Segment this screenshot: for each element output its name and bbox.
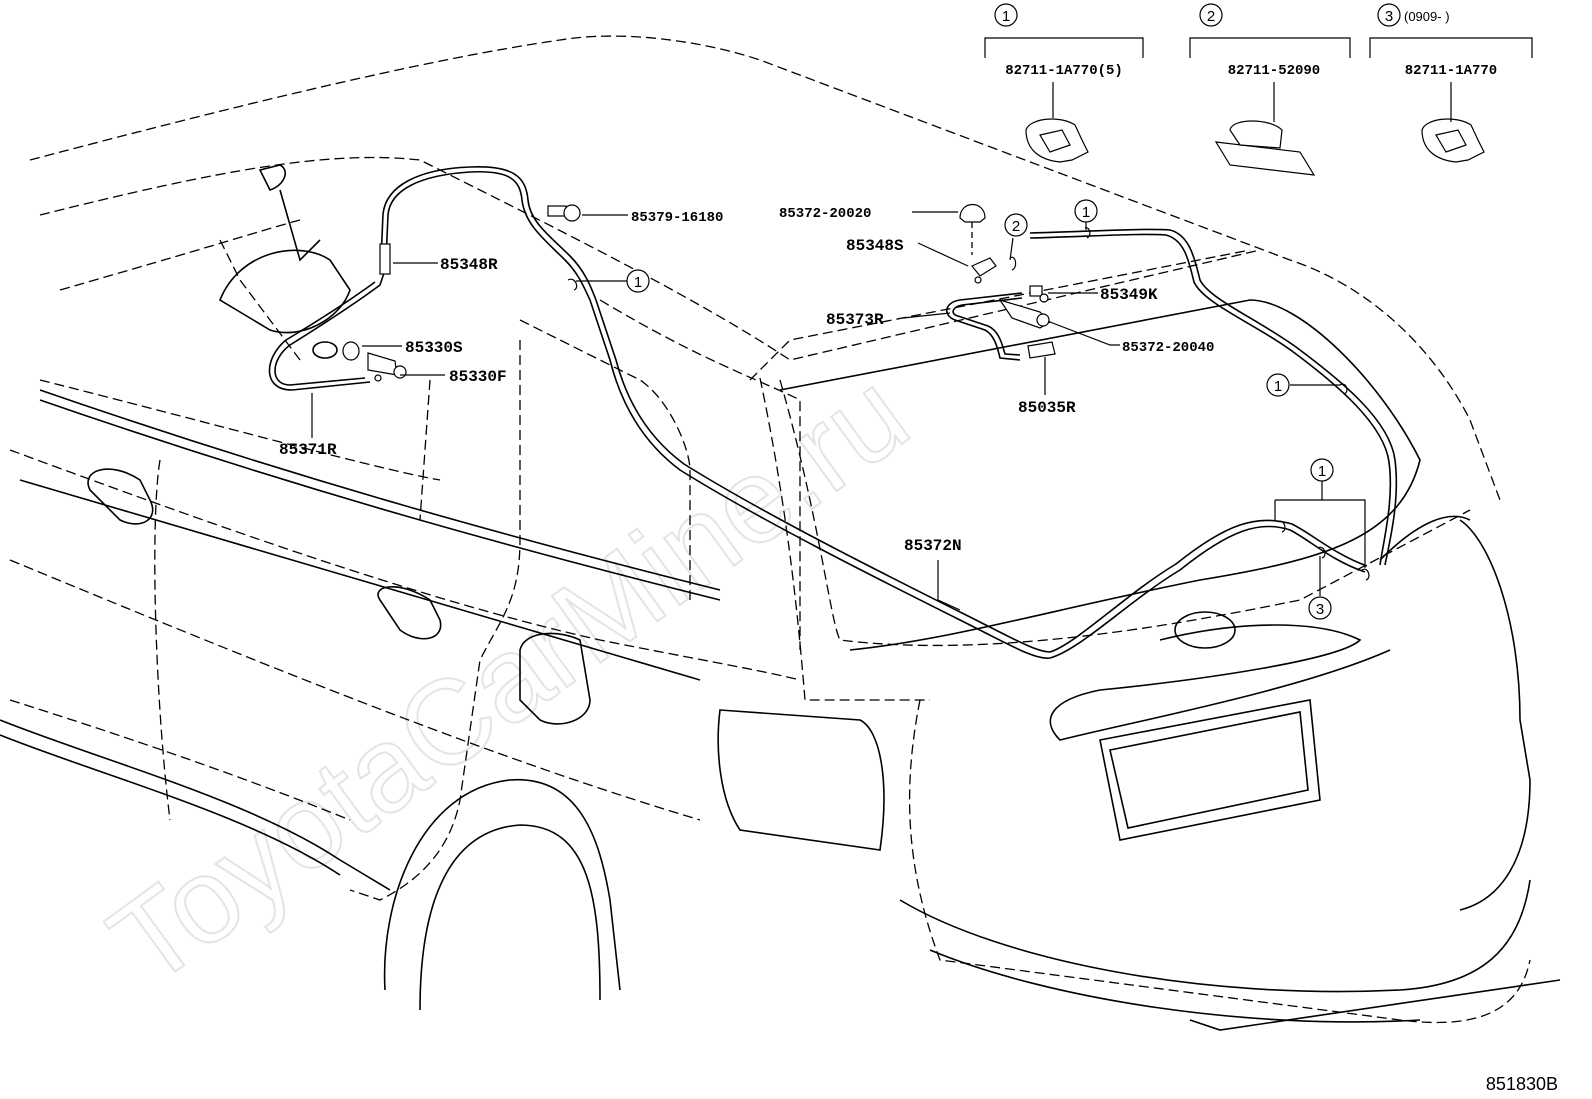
callout-clip-1: 1	[634, 274, 642, 291]
part-labels: 85379-16180 85372-20020 85348R 85348S 85…	[279, 206, 1214, 555]
variant-2-marker	[1199, 3, 1223, 27]
variant-3-part-number: 82711-1A770	[1405, 63, 1497, 79]
watermark-text: ToyotaCarMine.ru	[87, 346, 932, 1011]
vehicle-outline	[0, 35, 1561, 1031]
label-85330f: 85330F	[449, 368, 507, 386]
nozzle-cap-icon	[959, 203, 986, 223]
label-85371r: 85371R	[279, 441, 337, 459]
label-85330s: 85330S	[405, 339, 463, 357]
grommet-85379-icon	[547, 204, 581, 222]
label-85348r: 85348R	[440, 256, 498, 274]
diagram-code: 851830B	[1486, 1074, 1558, 1094]
variant-1-part-number: 82711-1A770(5)	[1005, 63, 1123, 79]
label-85372-20020: 85372-20020	[779, 206, 871, 222]
label-85373r: 85373R	[826, 311, 884, 329]
clip-icon	[1339, 383, 1348, 395]
clip-icon	[1277, 520, 1286, 533]
variant-3-number: 3	[1385, 8, 1393, 25]
clip-icon	[1317, 546, 1326, 559]
check-valve-icon	[1027, 341, 1056, 359]
variant-1-number: 1	[1002, 8, 1010, 25]
label-85372-20040: 85372-20040	[1122, 340, 1214, 356]
callout-clip-1: 1	[1274, 378, 1282, 395]
joint-85348r-icon	[379, 243, 391, 275]
callout-clip-1: 1	[1318, 463, 1326, 480]
label-85379-16180: 85379-16180	[631, 210, 723, 226]
label-85372n: 85372N	[904, 537, 962, 555]
clip-variant-1-icon	[1025, 118, 1089, 163]
joint-85348s-icon	[971, 257, 997, 284]
variant-1-marker	[994, 3, 1018, 27]
label-85348s: 85348S	[846, 237, 904, 255]
nozzle-85372-20040-icon	[998, 298, 1051, 329]
clip-variant-3-icon	[1421, 118, 1485, 163]
washer-hoses	[268, 166, 1398, 659]
callout-clip-3: 3	[1316, 601, 1324, 618]
washer-pump-icon	[342, 341, 407, 382]
variant-3-date-range: (0909- )	[1404, 9, 1450, 24]
label-85349k: 85349K	[1100, 286, 1158, 304]
clip-icon	[1009, 256, 1017, 271]
components	[342, 118, 1485, 581]
clip-callouts: 1 2 1 1 1 3	[626, 199, 1334, 620]
label-85035r: 85035R	[1018, 399, 1076, 417]
callout-clip-1: 1	[1082, 204, 1090, 221]
leader-lines	[311, 211, 1366, 611]
variant-3-marker	[1377, 3, 1401, 27]
callout-clip-2: 2	[1012, 218, 1020, 235]
variant-2-part-number: 82711-52090	[1228, 63, 1320, 79]
variant-2-number: 2	[1207, 8, 1215, 25]
clip-variant-2-icon	[1214, 120, 1316, 176]
joint-85349k-icon	[1029, 285, 1049, 303]
clip-icon	[1361, 568, 1370, 581]
clip-icon	[567, 278, 578, 291]
variant-legend: 1 82711-1A770(5) 2 82711-52090 3 (0909- …	[984, 3, 1533, 122]
